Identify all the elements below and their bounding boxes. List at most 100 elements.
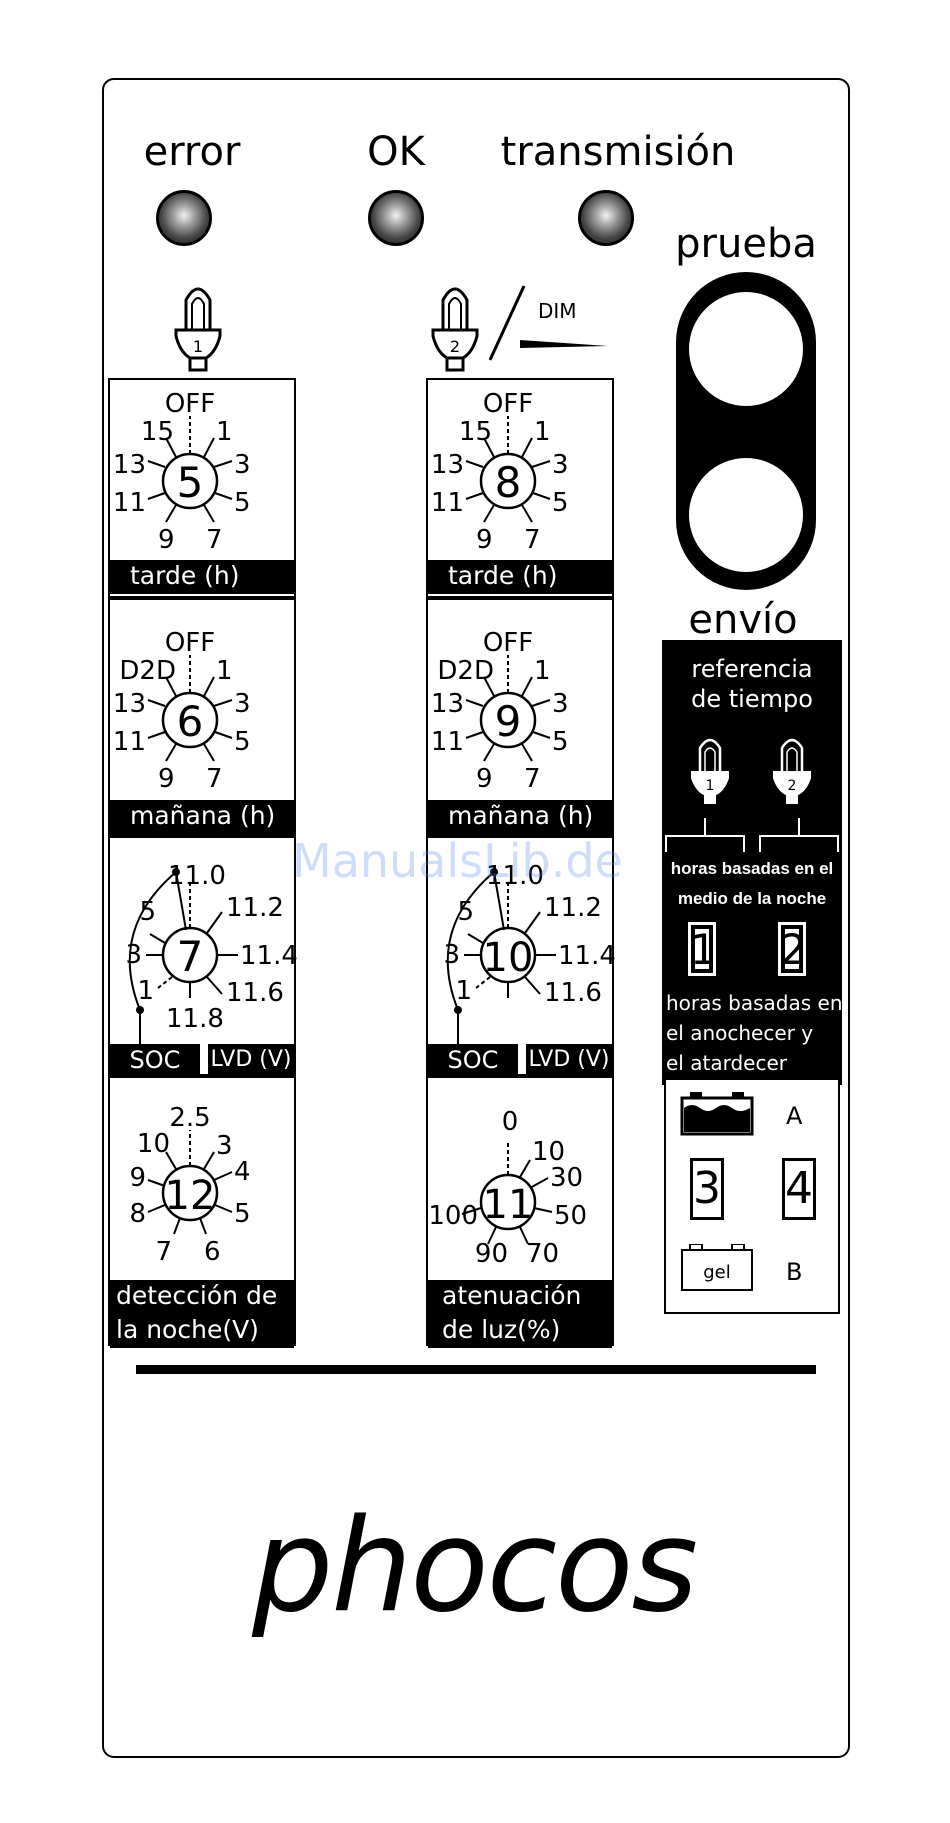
dial-manana-2-label-9: 9 <box>476 764 493 794</box>
dial-lvd-2-label-11-6: 11.6 <box>544 978 602 1008</box>
time-reference-lamp-2-icon: 2 <box>773 738 811 804</box>
time-reference-switch-1[interactable]: 1 <box>688 922 717 976</box>
dusk-based-line1: horas basadas en <box>666 991 843 1015</box>
dial-tarde-1-label-13: 13 <box>113 450 146 480</box>
battery-switch-4[interactable]: 4 <box>782 1158 816 1220</box>
dial-night-detection[interactable]: 12 2.5 3 4 5 6 7 8 9 10 <box>129 1103 250 1267</box>
dial-tarde-1-label-off: OFF <box>165 389 215 419</box>
phocos-logo: phocos <box>252 1492 698 1641</box>
dial-night-label-2-5: 2.5 <box>169 1103 210 1133</box>
dial-manana-2-label-d2d: D2D <box>437 656 494 686</box>
dial-manana-2-number: 9 <box>495 697 522 746</box>
battery-type-panel: A 3 4 gel B <box>664 1078 840 1314</box>
lamp-1-icon: 1 <box>174 287 222 372</box>
transmission-led-label: transmisión <box>500 129 736 175</box>
watermark: ManualsLib.de <box>292 834 623 888</box>
tarde-2-label: tarde (h) <box>428 560 612 594</box>
dial-lvd-1-label-soc-5: 5 <box>139 897 156 927</box>
dial-manana-2-label-1: 1 <box>534 656 551 686</box>
dial-tarde-1-label-3: 3 <box>234 450 251 480</box>
dial-manana-2-label-3: 3 <box>552 689 569 719</box>
dial-tarde-1-label-15: 15 <box>141 417 174 447</box>
test-button-label: prueba <box>675 221 817 267</box>
dial-dimming[interactable]: 11 0 10 30 50 70 90 100 <box>428 1107 587 1269</box>
dial-tarde-2-label-5: 5 <box>552 488 569 518</box>
dial-tarde-2-label-1: 1 <box>534 417 551 447</box>
dial-manana-1-label-11: 11 <box>113 727 146 757</box>
dial-tarde-2-label-3: 3 <box>552 450 569 480</box>
gel-battery-label: gel <box>703 1262 731 1283</box>
controller-panel <box>102 78 850 1758</box>
time-reference-brackets <box>665 818 839 852</box>
dial-manana-1-label-off: OFF <box>165 628 215 658</box>
midnight-based-line2: medio de la noche <box>677 889 827 908</box>
time-reference-panel: referencia de tiempo 1 2 horas basadas e… <box>662 640 843 1085</box>
dial-manana-2[interactable]: 9 OFF 1 3 5 7 9 11 13 D2D <box>431 628 569 794</box>
dial-dimming-number: 11 <box>483 1182 534 1228</box>
error-led-label: error <box>143 129 241 175</box>
dial-manana-2-label-11: 11 <box>431 727 464 757</box>
dial-tarde-1-label-5: 5 <box>234 488 251 518</box>
ok-led <box>368 190 424 246</box>
lvd-2-label: LVD (V) <box>526 1044 612 1078</box>
dial-tarde-2-label-off: OFF <box>483 389 533 419</box>
lvd-1-label: LVD (V) <box>208 1044 294 1078</box>
divider <box>136 1365 816 1374</box>
dial-lvd-1-label-soc-1: 1 <box>137 976 154 1006</box>
battery-type-b-label: B <box>786 1258 803 1286</box>
dim-label: DIM <box>538 299 577 323</box>
dial-tarde-1-number: 5 <box>177 458 204 507</box>
dial-tarde-1-label-9: 9 <box>158 525 175 555</box>
dial-tarde-2-label-9: 9 <box>476 525 493 555</box>
tarde-1-label: tarde (h) <box>110 560 294 594</box>
dial-night-label-3: 3 <box>216 1131 233 1161</box>
dial-night-label-5: 5 <box>234 1199 251 1229</box>
dial-dimming-label-100: 100 <box>428 1201 478 1231</box>
dial-tarde-1-label-11: 11 <box>113 488 146 518</box>
dial-manana-2-label-13: 13 <box>431 689 464 719</box>
dial-manana-1-label-1: 1 <box>216 656 233 686</box>
manana-1-label: mañana (h) <box>110 800 294 834</box>
dial-manana-1-label-5: 5 <box>234 727 251 757</box>
dial-tarde-1-label-7: 7 <box>206 525 223 555</box>
gel-battery-icon: gel <box>681 1244 753 1291</box>
dial-manana-2-label-off: OFF <box>483 628 533 658</box>
lamp-1-number: 1 <box>193 337 203 356</box>
dial-lvd-1[interactable]: 7 11.0 11.2 11.4 11.6 11.8 1 3 5 <box>125 861 298 1046</box>
dial-manana-1-number: 6 <box>177 697 204 746</box>
dial-night-detection-number: 12 <box>165 1173 216 1219</box>
test-button[interactable] <box>689 292 803 406</box>
dial-tarde-2-label-13: 13 <box>431 450 464 480</box>
lamp-2-icon: 2 <box>431 287 479 372</box>
dusk-based-line3: el atardecer <box>666 1051 787 1075</box>
dial-lvd-2-label-soc-5: 5 <box>457 897 474 927</box>
dial-manana-1[interactable]: 6 OFF 1 3 5 7 9 11 13 D2D <box>113 628 251 794</box>
dial-lvd-2[interactable]: 10 11.0 11.2 11.4 11.6 1 3 5 <box>443 861 616 1046</box>
time-reference-lamp-1-number: 1 <box>706 778 715 794</box>
time-reference-background <box>662 640 842 1085</box>
test-button-housing <box>676 272 816 590</box>
send-button[interactable] <box>689 458 803 572</box>
battery-switch-3[interactable]: 3 <box>690 1158 724 1220</box>
night-detection-label-line1: detección de <box>110 1280 294 1314</box>
transmission-led <box>578 190 634 246</box>
dial-dimming-label-90: 90 <box>475 1239 508 1269</box>
dial-lvd-2-label-soc-1: 1 <box>455 976 472 1006</box>
dial-dimming-label-30: 30 <box>550 1163 583 1193</box>
dial-tarde-1[interactable]: 5 OFF 1 3 5 7 9 11 13 15 <box>113 389 251 555</box>
dial-manana-1-label-9: 9 <box>158 764 175 794</box>
dial-tarde-2-number: 8 <box>495 458 522 507</box>
dimming-label-line1: atenuación <box>428 1280 612 1314</box>
dial-lvd-2-label-11-0: 11.0 <box>486 861 544 891</box>
dimming-label-line2: de luz(%) <box>428 1314 612 1348</box>
dial-manana-1-label-13: 13 <box>113 689 146 719</box>
manana-2-label: mañana (h) <box>428 800 612 834</box>
soc-2-label: SOC <box>428 1044 518 1078</box>
time-reference-switch-2[interactable]: 2 <box>778 922 807 976</box>
dial-manana-2-label-5: 5 <box>552 727 569 757</box>
dial-lvd-1-label-11-4: 11.4 <box>240 941 298 971</box>
dial-lvd-1-number: 7 <box>177 932 204 981</box>
dial-tarde-2[interactable]: 8 OFF 1 3 5 7 9 11 13 15 <box>431 389 569 555</box>
dial-manana-1-label-3: 3 <box>234 689 251 719</box>
